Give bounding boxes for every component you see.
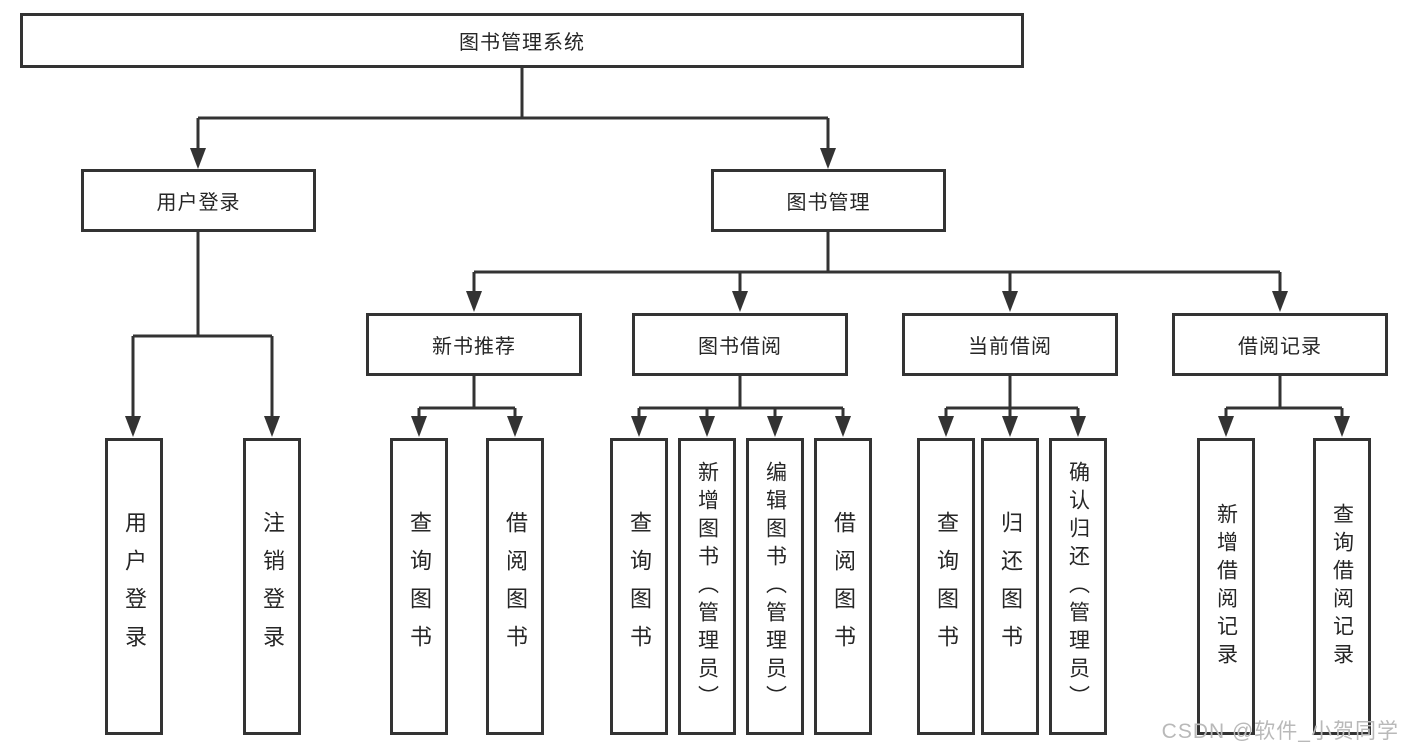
arrowheads	[125, 148, 1350, 437]
connector-newbookrec-to-leaves	[417, 376, 517, 417]
leaf-confirm-return-admin-label: 确认归还（管理员）	[1066, 460, 1090, 713]
node-user-login: 用户登录	[81, 169, 316, 232]
leaf-return-book-label: 归还图书	[998, 510, 1023, 663]
node-root: 图书管理系统	[20, 13, 1024, 68]
leaf-logout: 注销登录	[243, 438, 301, 735]
connector-borrowrecord-to-leaves	[1224, 376, 1344, 417]
watermark: CSDN @软件_小贺同学	[1161, 720, 1399, 743]
connector-userlogin-to-leaves	[131, 232, 274, 417]
leaf-add-borrow-record: 新增借阅记录	[1197, 438, 1255, 735]
node-book-borrow: 图书借阅	[632, 313, 848, 376]
leaf-return-book: 归还图书	[981, 438, 1039, 735]
node-borrow-record-label: 借阅记录	[1238, 336, 1322, 358]
leaf-confirm-return-admin: 确认归还（管理员）	[1049, 438, 1107, 735]
leaf-user-login: 用户登录	[105, 438, 163, 735]
node-borrow-record: 借阅记录	[1172, 313, 1388, 376]
node-user-login-label: 用户登录	[156, 192, 241, 214]
leaf-borrow-book-2: 借阅图书	[814, 438, 872, 735]
leaf-edit-book-admin-label: 编辑图书（管理员）	[763, 460, 787, 713]
node-book-management: 图书管理	[711, 169, 946, 232]
node-new-book-recommend: 新书推荐	[366, 313, 582, 376]
leaf-query-book-3: 查询图书	[917, 438, 975, 735]
node-new-book-recommend-label: 新书推荐	[432, 336, 516, 358]
leaf-edit-book-admin: 编辑图书（管理员）	[746, 438, 804, 735]
leaf-logout-label: 注销登录	[260, 510, 285, 663]
leaf-borrow-book-1-label: 借阅图书	[503, 510, 528, 663]
leaf-query-book-1: 查询图书	[390, 438, 448, 735]
node-current-borrow: 当前借阅	[902, 313, 1118, 376]
leaf-query-book-3-label: 查询图书	[934, 510, 959, 663]
connector-bookmgmt-to-level3	[472, 232, 1282, 292]
node-root-label: 图书管理系统	[459, 32, 585, 54]
node-book-borrow-label: 图书借阅	[698, 336, 782, 358]
connector-currentborrow-to-leaves	[944, 376, 1080, 417]
leaf-add-borrow-record-label: 新增借阅记录	[1214, 502, 1238, 671]
leaf-query-book-2-label: 查询图书	[627, 510, 652, 663]
leaf-add-book-admin-label: 新增图书（管理员）	[695, 460, 719, 713]
node-current-borrow-label: 当前借阅	[968, 336, 1052, 358]
leaf-query-book-2: 查询图书	[610, 438, 668, 735]
connector-bookborrow-to-leaves	[637, 376, 845, 417]
leaf-user-login-label: 用户登录	[122, 510, 147, 663]
leaf-query-book-1-label: 查询图书	[407, 510, 432, 663]
leaf-query-borrow-record-label: 查询借阅记录	[1330, 502, 1354, 671]
leaf-borrow-book-1: 借阅图书	[486, 438, 544, 735]
connector-root-to-level2	[196, 68, 830, 149]
leaf-borrow-book-2-label: 借阅图书	[831, 510, 856, 663]
leaf-add-book-admin: 新增图书（管理员）	[678, 438, 736, 735]
leaf-query-borrow-record: 查询借阅记录	[1313, 438, 1371, 735]
node-book-management-label: 图书管理	[786, 192, 871, 214]
